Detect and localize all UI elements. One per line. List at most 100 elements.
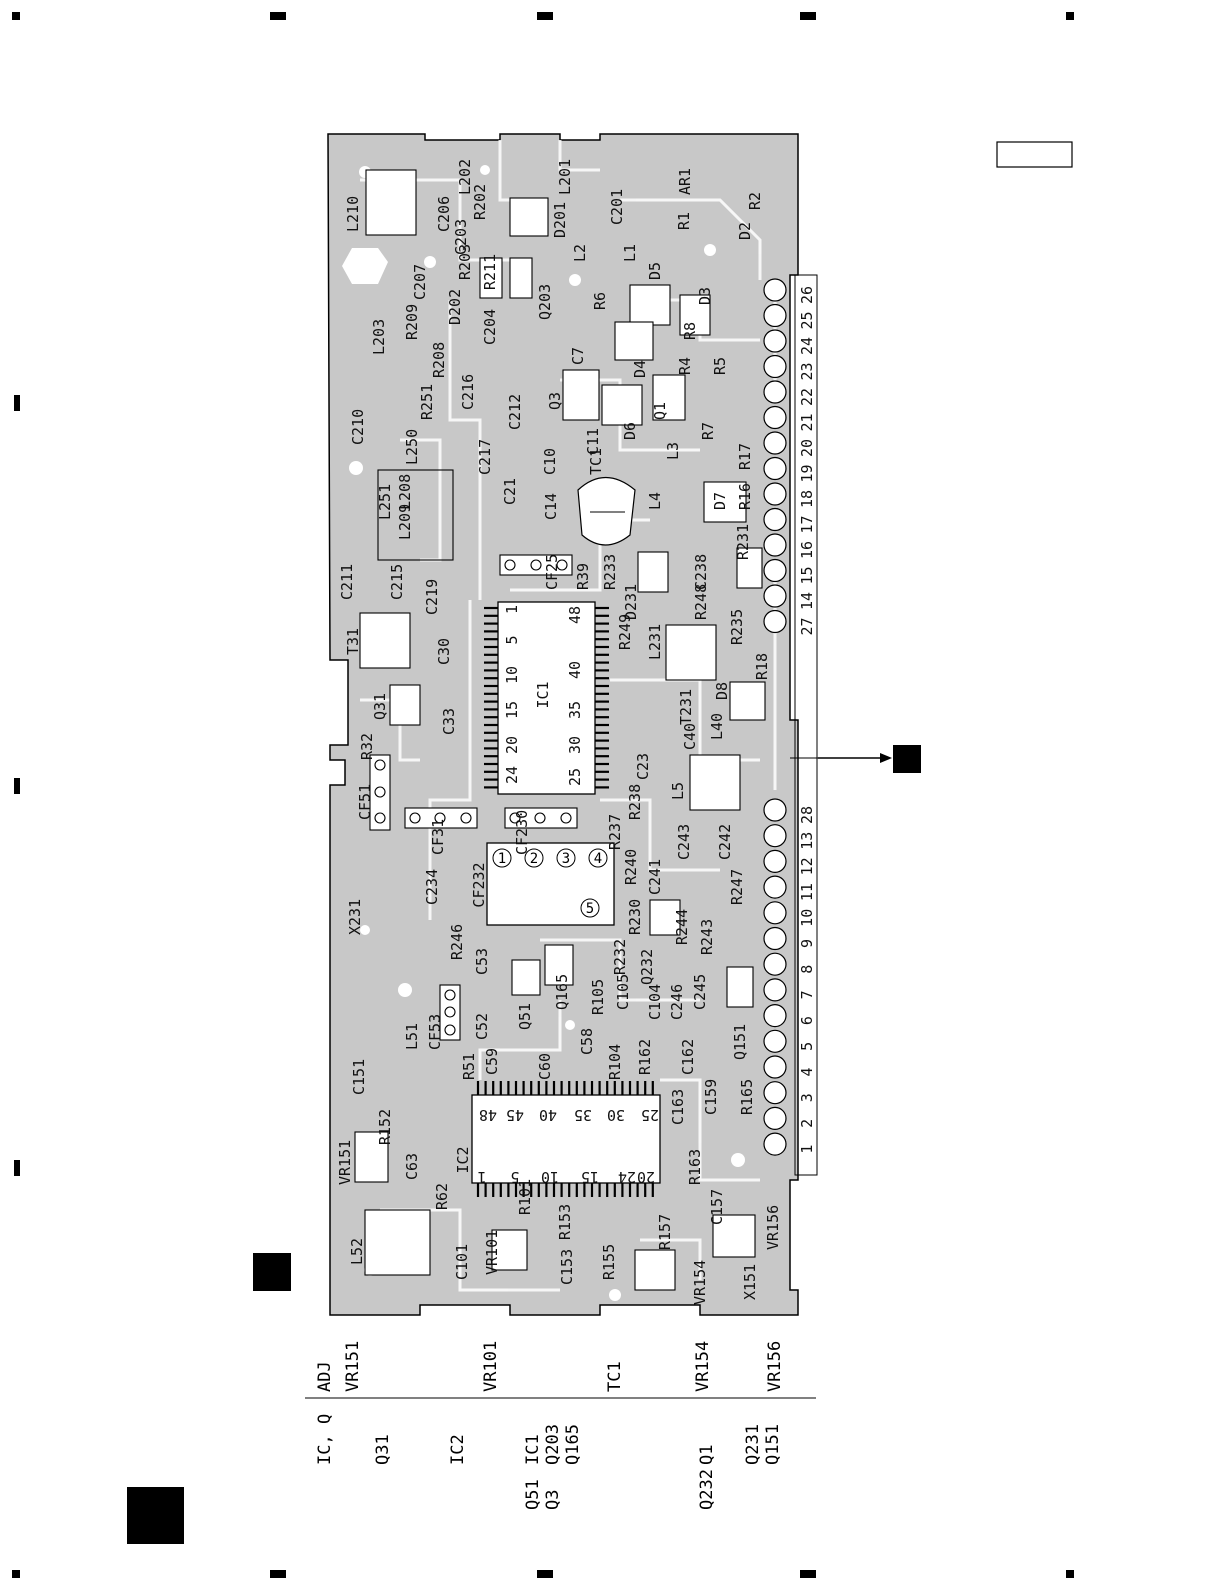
connector-pad-6 — [763, 1003, 787, 1028]
label-c206: C206 — [435, 196, 453, 232]
legend-adj-vr151: VR151 — [343, 1341, 363, 1392]
cf232-pin-2: 2 — [530, 851, 538, 867]
ic2-pin-1: 1 — [477, 1168, 486, 1186]
connector-pad-3 — [763, 1081, 787, 1105]
connector-pad-23 — [763, 354, 787, 379]
connector-pad-7 — [763, 978, 787, 1002]
connector-pad-24 — [763, 329, 787, 353]
pin-number-6: 6 — [798, 1016, 816, 1025]
label-d202: D202 — [446, 289, 464, 325]
label-q232: Q232 — [638, 949, 656, 985]
label-r18: R18 — [753, 653, 771, 680]
label-vr156: VR156 — [764, 1205, 782, 1250]
label-c10: C10 — [541, 448, 559, 475]
pin-number-14: 14 — [798, 592, 816, 610]
label-r211: R211 — [481, 254, 499, 290]
label-l52: L52 — [348, 1238, 366, 1265]
connector-arrow — [818, 753, 892, 763]
label-l1: L1 — [621, 244, 639, 262]
connector-pad-17 — [763, 507, 787, 532]
connector-pad-21 — [763, 405, 787, 430]
legend-ic-q165: Q165 — [563, 1424, 583, 1465]
legend-ic-q151: Q151 — [763, 1424, 783, 1465]
pin-number-24: 24 — [798, 337, 816, 355]
legend-ic-q51: Q51 — [523, 1479, 543, 1510]
label-c207: C207 — [411, 264, 429, 300]
label-r163: R163 — [686, 1149, 704, 1185]
label-d231: D231 — [622, 584, 640, 620]
label-l209: L209 — [396, 504, 414, 540]
pin-number-26: 26 — [798, 286, 816, 304]
connector-pad-5 — [763, 1029, 787, 1053]
label-r251: R251 — [418, 384, 436, 420]
label-l203: L203 — [370, 319, 388, 355]
label-r238: R238 — [626, 784, 644, 820]
label-q3: Q3 — [546, 392, 564, 410]
label-vr151: VR151 — [336, 1140, 354, 1185]
connector-pads-top — [763, 278, 787, 634]
label-c163: C163 — [669, 1089, 687, 1125]
label-d201: D201 — [551, 202, 569, 238]
label-c242: C242 — [716, 824, 734, 860]
label-c60: C60 — [536, 1053, 554, 1080]
legend-ic-q1: Q1 — [697, 1445, 717, 1465]
pin-number-16: 16 — [798, 541, 816, 559]
label-c105: C105 — [614, 974, 632, 1010]
pin-number-8: 8 — [798, 965, 816, 974]
cf232-package: 1 2 3 4 5 CF232 — [470, 842, 615, 926]
label-r162: R162 — [636, 1039, 654, 1075]
ic1-pin-20: 20 — [503, 736, 521, 754]
pin-number-10: 10 — [798, 909, 816, 927]
ic1-pin-10: 10 — [503, 666, 521, 684]
label-c23: C23 — [634, 753, 652, 780]
label-x231: X231 — [346, 899, 364, 935]
label-c33: C33 — [440, 708, 458, 735]
pin-number-28: 28 — [798, 806, 816, 824]
connector-pad-9 — [763, 926, 787, 951]
pin-number-17: 17 — [798, 515, 816, 533]
label-r62: R62 — [433, 1183, 451, 1210]
label-cf230: CF230 — [513, 810, 531, 855]
connector-pad-12 — [763, 849, 787, 874]
pin-number-3: 3 — [798, 1093, 816, 1102]
label-vr154: VR154 — [691, 1260, 709, 1305]
label-cf25: CF25 — [543, 554, 561, 590]
legend-ic-q231: Q231 — [743, 1424, 763, 1465]
label-r249: R249 — [616, 614, 634, 650]
registration-marks — [12, 12, 1074, 1578]
label-r155: R155 — [600, 1244, 618, 1280]
label-q1: Q1 — [651, 402, 669, 420]
section-marker-right — [893, 745, 921, 773]
connector-pad-14 — [763, 584, 787, 608]
legend-adj-vr154: VR154 — [693, 1341, 713, 1392]
label-l2: L2 — [571, 244, 589, 262]
label-c40: C40 — [681, 723, 699, 750]
connector-pad-11 — [763, 875, 787, 899]
filter-pads — [369, 554, 578, 1041]
tc1-trimmer — [577, 477, 636, 546]
connector-pad-25 — [763, 303, 787, 328]
cf232-pin-5: 5 — [586, 901, 594, 917]
label-c246: C246 — [668, 984, 686, 1020]
connector-pad-15 — [763, 558, 787, 583]
label-r6: R6 — [591, 292, 609, 310]
label-x151: X151 — [741, 1264, 759, 1300]
legend-ic-q232: Q232 — [697, 1469, 717, 1510]
label-r5: R5 — [711, 357, 729, 375]
label-r1: R1 — [675, 212, 693, 230]
label-c157: C157 — [708, 1189, 726, 1225]
label-r51: R51 — [460, 1053, 478, 1080]
label-r152: R152 — [376, 1109, 394, 1145]
label-c162: C162 — [679, 1039, 697, 1075]
section-marker-left — [253, 1253, 291, 1291]
ic2-pin-5: 5 — [510, 1168, 519, 1186]
ic1-label: IC1 — [534, 681, 552, 708]
connector-pads-bottom — [763, 798, 787, 1156]
connector-pad-10 — [763, 901, 787, 925]
cf232-pin-3: 3 — [562, 851, 570, 867]
ic1-pin-numbers: 1 5 10 15 20 24 25 30 35 40 48 — [503, 605, 584, 786]
label-c30: C30 — [435, 638, 453, 665]
